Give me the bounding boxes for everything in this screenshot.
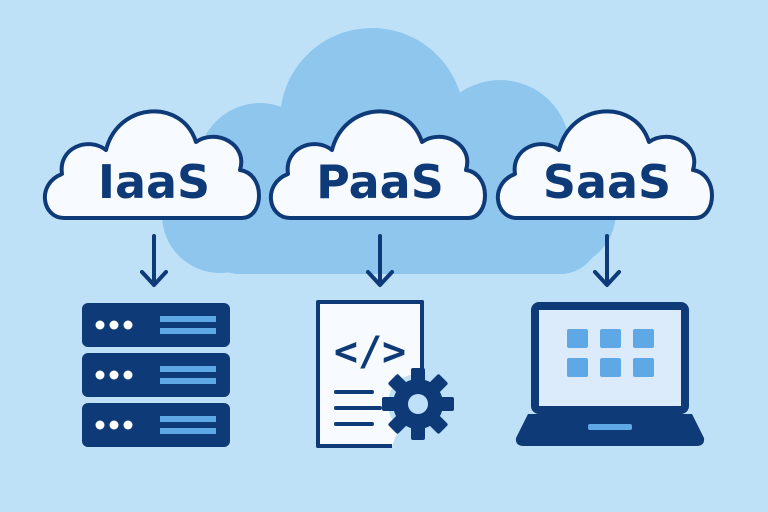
server-unit: [82, 353, 230, 397]
laptop-app-grid-icon: [515, 302, 705, 446]
cloud-icon: SaaS: [496, 109, 714, 220]
arrow-down-icon: [593, 234, 621, 287]
saas-column: SaaS: [496, 109, 714, 446]
iaas-column: IaaS: [43, 109, 261, 447]
code-brackets-icon: </>: [334, 329, 406, 375]
gear-icon: [382, 368, 454, 440]
arrow-down-icon: [366, 234, 394, 287]
cloud-icon: IaaS: [43, 109, 261, 220]
iaas-label: IaaS: [98, 155, 210, 209]
server-unit: [82, 303, 230, 347]
app-grid-icon: [567, 329, 654, 377]
arrow-down-icon: [140, 234, 168, 287]
laptop-trackpad: [588, 424, 632, 430]
server-unit: [82, 403, 230, 447]
server-rack-icon: [82, 303, 230, 447]
paas-label: PaaS: [316, 155, 444, 209]
cloud-icon: PaaS: [269, 109, 487, 220]
saas-label: SaaS: [543, 155, 671, 209]
text-lines: [334, 390, 382, 426]
code-document-gear-icon: </>: [316, 300, 454, 448]
paas-column: PaaS </>: [269, 109, 487, 448]
